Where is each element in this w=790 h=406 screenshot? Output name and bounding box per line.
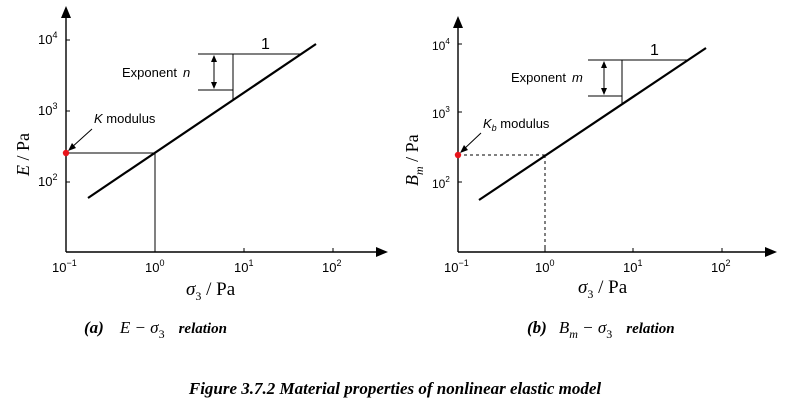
panel-b-xtick-label: 100	[535, 258, 554, 275]
panel-a-xtick-label: 100	[145, 258, 164, 275]
panel-b-curve-line	[478, 47, 707, 201]
panel-a-y-axis-arrow	[61, 6, 71, 18]
panel-a-exponent-arrow-up	[211, 55, 217, 62]
panel-a-xtick-label: 10−1	[52, 258, 77, 275]
panel-b-xtick-label: 102	[711, 258, 730, 275]
panel-a-xlabel: σ3 / Pa	[186, 279, 236, 303]
panel-a-xtick-label: 102	[322, 258, 341, 275]
panel-b-modulus-label: Kb modulus	[483, 116, 550, 133]
panel-b-xlabel: σ3 / Pa	[578, 277, 628, 301]
panel-a-x-axis-arrow	[376, 247, 388, 257]
panel-a: 102 103 104 10−1 100 101 102 E / Pa σ3 /…	[13, 6, 388, 341]
panel-b-ylabel: Bm / Pa	[402, 134, 426, 186]
panel-a-xtick-label: 101	[234, 258, 253, 275]
panel-a-ytick-label: 104	[38, 30, 57, 47]
panel-a-ytick-label: 103	[38, 101, 57, 118]
panel-b-y-axis-arrow	[453, 16, 463, 28]
panel-b-slope-run-label: 1	[650, 42, 659, 59]
panel-b-xtick-label: 101	[623, 258, 642, 275]
panel-b-exponent-arrow-down	[601, 88, 607, 95]
panel-a-ylabel: E / Pa	[13, 133, 33, 177]
panel-a-intercept-marker	[62, 149, 70, 157]
figure-caption: Figure 3.7.2 Material properties of nonl…	[188, 379, 602, 398]
panel-b-x-axis-arrow	[765, 247, 777, 257]
panel-a-modulus-pointer-head	[68, 143, 76, 151]
panel-b: 102 103 104 10−1 100 101 102 Bm / Pa σ3 …	[402, 16, 777, 341]
panel-a-modulus-pointer	[70, 128, 93, 149]
panel-b-xtick-label: 10−1	[444, 258, 469, 275]
panel-b-ytick-label: 104	[432, 37, 450, 53]
panel-a-ytick-label: 102	[38, 172, 57, 189]
panel-a-exponent-arrow-down	[211, 82, 217, 89]
panel-b-ytick-label: 102	[432, 175, 450, 191]
panel-b-intercept-marker	[454, 151, 462, 159]
panel-b-modulus-pointer-head	[460, 145, 468, 153]
panel-a-slope-run-label: 1	[261, 36, 270, 53]
panel-a-modulus-label: K modulus	[94, 111, 156, 126]
panel-b-modulus-pointer	[462, 132, 482, 151]
panel-b-ytick-label: 103	[432, 105, 450, 121]
panel-a-curve-line	[87, 43, 317, 199]
panel-b-exponent-arrow-up	[601, 61, 607, 68]
